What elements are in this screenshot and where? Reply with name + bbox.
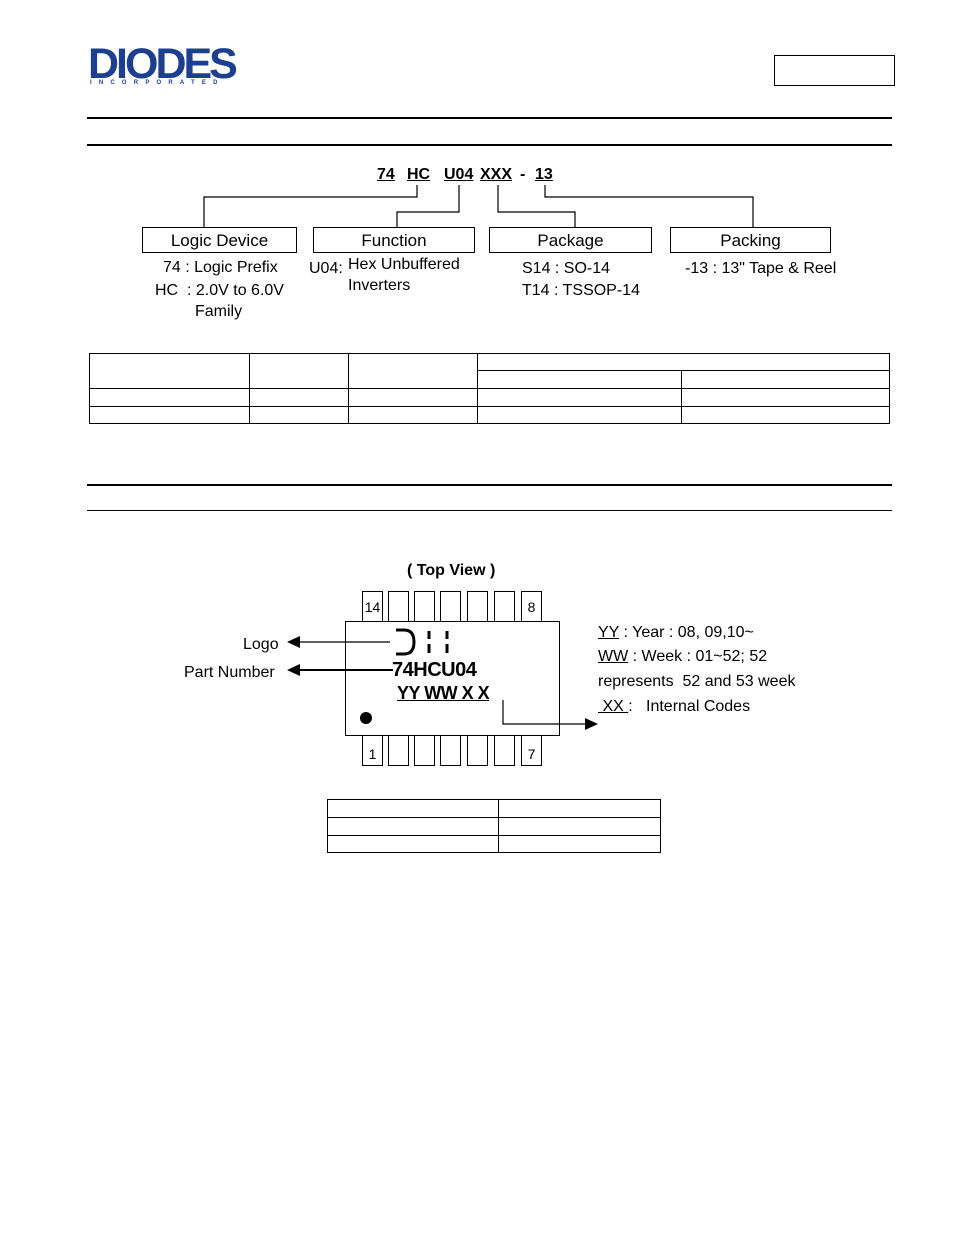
package-desc-so14: S14 : SO-14 xyxy=(522,260,611,277)
packing-desc: -13 : 13" Tape & Reel xyxy=(685,260,837,277)
ordering-code: 74 HC U04 XXX - 13 xyxy=(0,166,954,186)
legend-xx-text: : Internal Codes xyxy=(628,698,751,715)
legend-week-2: represents 52 and 53 week xyxy=(598,673,796,690)
marking-drawing xyxy=(287,628,598,730)
ordering-table xyxy=(89,353,890,424)
pin-6 xyxy=(494,735,515,766)
part-number-label: Part Number xyxy=(184,664,275,681)
code-packing: 13 xyxy=(535,166,553,183)
category-function: Function xyxy=(313,227,475,253)
code-package: XXX xyxy=(480,166,513,183)
pin-5 xyxy=(467,735,488,766)
legend-ww-key: WW xyxy=(598,648,629,665)
category-packing: Packing xyxy=(670,227,831,253)
section-rule-bottom xyxy=(87,144,892,146)
family-desc-2: Family xyxy=(195,303,243,320)
chip-date-code: YY WW X X xyxy=(397,683,490,703)
pin1-dot-icon xyxy=(360,712,372,724)
diodes-logo: DIODES INCORPORATED xyxy=(88,40,258,92)
ordering-connectors xyxy=(203,185,754,227)
pin-2 xyxy=(388,735,409,766)
header-part-box xyxy=(774,55,895,86)
category-logic-device: Logic Device xyxy=(142,227,297,253)
legend-yy-text: : Year : 08, 09,10~ xyxy=(619,624,754,641)
legend-week: WW : Week : 01~52; 52 xyxy=(598,648,767,666)
logic-prefix-desc: 74 : Logic Prefix xyxy=(163,259,278,276)
section-rule-top xyxy=(87,117,892,119)
chip-logo-icon xyxy=(396,628,416,656)
pin-4 xyxy=(440,735,461,766)
pin-1: 1 xyxy=(362,735,383,766)
family-desc: HC : 2.0V to 6.0V xyxy=(155,282,284,299)
marking-table xyxy=(326,799,661,853)
legend-yy-key: YY xyxy=(598,624,620,641)
part-arrow-icon xyxy=(287,664,300,676)
legend-year: YY : Year : 08, 09,10~ xyxy=(598,624,754,642)
code-family: HC xyxy=(407,166,431,183)
logo-arrow-icon xyxy=(287,636,300,648)
pin-3 xyxy=(414,735,435,766)
logo-brand: DIODES xyxy=(88,40,238,88)
function-desc: Hex Unbuffered xyxy=(348,256,460,273)
logo-tagline: INCORPORATED xyxy=(90,80,225,86)
chip-part-number: 74HCU04 xyxy=(392,659,477,681)
code-dash: - xyxy=(520,166,526,183)
package-desc-tssop14: T14 : TSSOP-14 xyxy=(522,282,640,299)
legend-xx-key: XX xyxy=(598,698,629,715)
chip-body xyxy=(345,621,560,736)
code-function: U04 xyxy=(444,166,474,183)
category-package: Package xyxy=(489,227,652,253)
top-view-label: ( Top View ) xyxy=(407,562,496,579)
code-arrow-icon xyxy=(585,718,598,730)
function-prefix: U04: xyxy=(309,260,343,277)
pin-7: 7 xyxy=(521,735,542,766)
legend-internal: XX : Internal Codes xyxy=(598,698,750,716)
logo-label: Logo xyxy=(243,636,279,653)
marking-rule-bottom xyxy=(87,510,892,511)
code-logic-prefix: 74 xyxy=(377,166,395,183)
legend-ww-text: : Week : 01~52; 52 xyxy=(628,648,768,665)
marking-rule-top xyxy=(87,484,892,486)
function-desc-2: Inverters xyxy=(348,277,411,294)
